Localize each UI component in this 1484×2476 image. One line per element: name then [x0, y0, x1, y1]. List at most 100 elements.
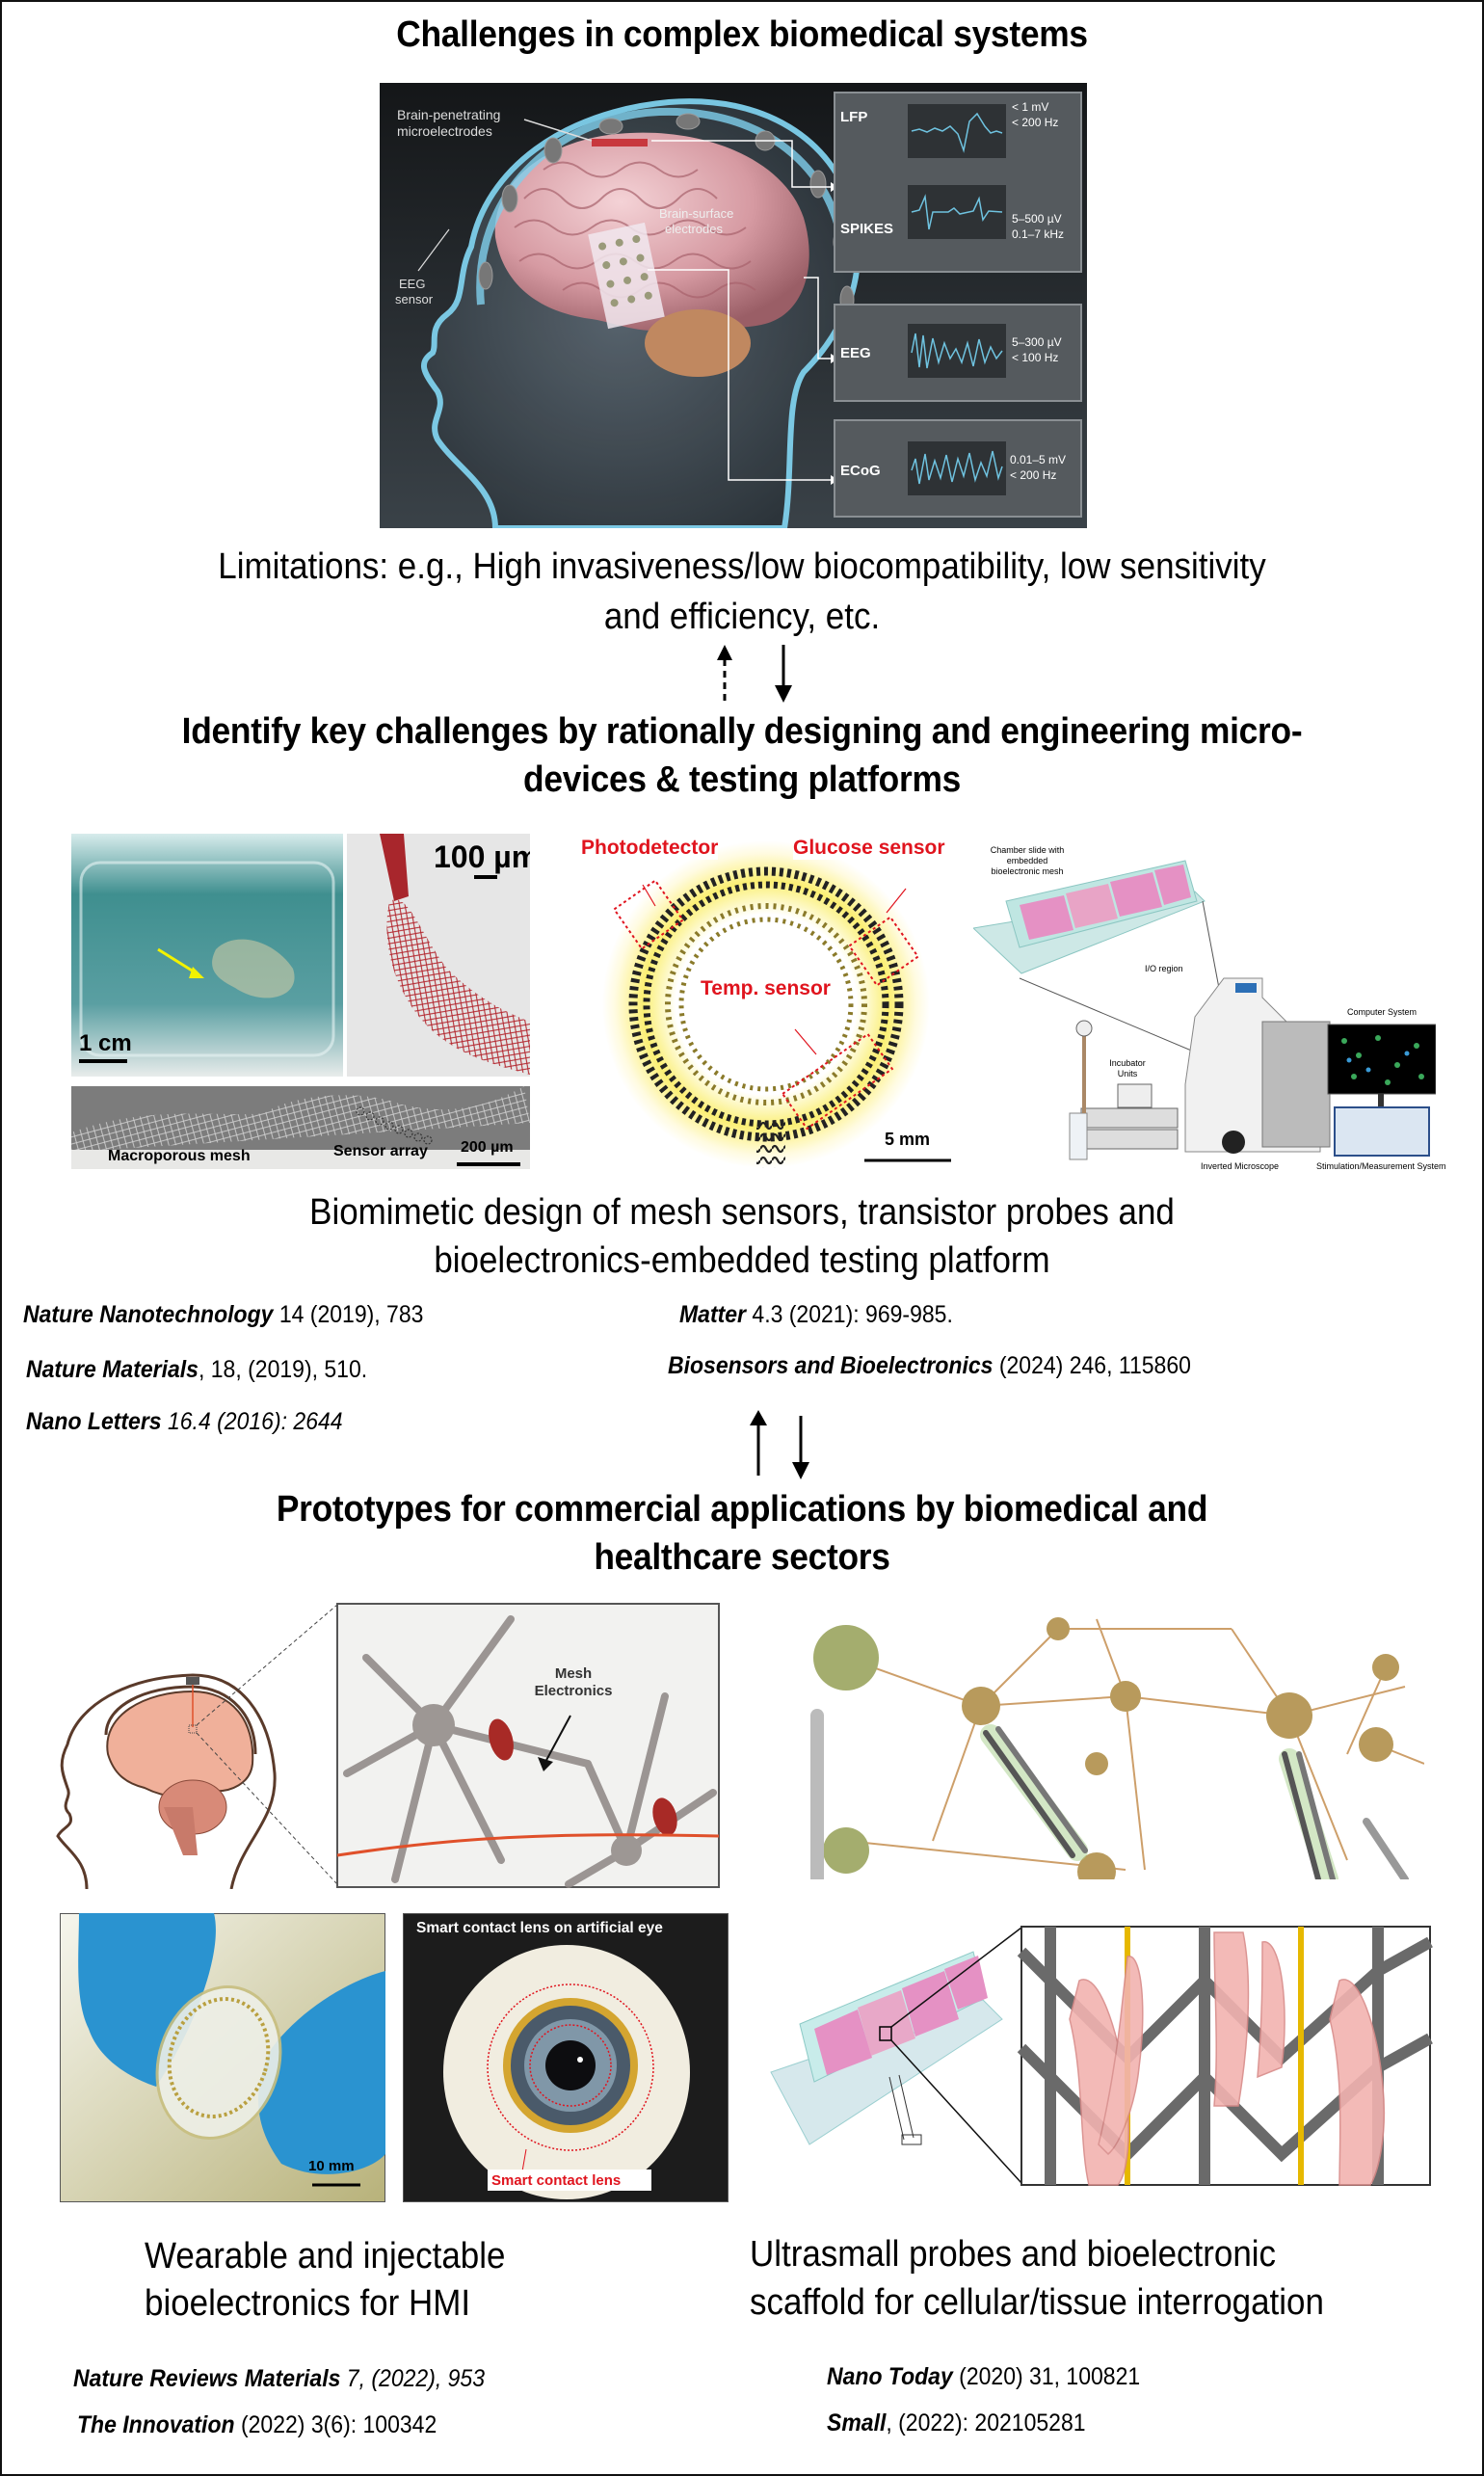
mesh-element [652, 1797, 677, 1836]
scale-label-200um: 200 µm [461, 1139, 514, 1156]
brain-recording-figure: Brain-penetrating microelectrodes Brain-… [380, 83, 1087, 528]
ultrasmall-caption-line2: scaffold for cellular/tissue interrogati… [750, 2282, 1324, 2323]
label-stimulation-system: Stimulation/Measurement System [1316, 1161, 1446, 1171]
surface-electrode-grid [588, 222, 665, 330]
label-sensor-array: Sensor array [333, 1143, 428, 1159]
reference-journal: Nano Today [827, 2363, 953, 2390]
brain [494, 132, 809, 332]
cerebellum [645, 309, 751, 377]
limitations-caption-line2: and efficiency, etc. [603, 597, 881, 637]
label-mesh-electronics: Mesh Electronics [534, 1665, 613, 1699]
reference-detail: 14 (2019), 783 [273, 1301, 424, 1328]
testing-platform-figure [973, 860, 1436, 1160]
eeg-electrodes [478, 113, 855, 314]
label-surface-1: Brain-surface [659, 206, 733, 221]
gas-bottle [1069, 1020, 1093, 1160]
reference-journal: Nature Nanotechnology [23, 1301, 274, 1328]
signal-amp-ecog: 0.01–5 mV [1010, 453, 1067, 466]
neuron-somas [813, 1617, 1399, 1879]
label-photodetector: Photodetector [581, 837, 719, 860]
section-title-prototypes-line2: healthcare sectors [594, 1537, 890, 1578]
glove-right [258, 1971, 385, 2174]
signal-name-lfp: LFP [840, 109, 868, 125]
mesh-element [489, 1718, 514, 1761]
connector-lines [648, 140, 831, 481]
scale-label-10mm: 10 mm [308, 2158, 355, 2174]
incubator-units [1080, 1083, 1179, 1150]
arrows-section2-3 [750, 1410, 809, 1479]
label-chamber-slide: Chamber slide with embedded bioelectroni… [990, 845, 1065, 876]
yellow-arrow [157, 947, 198, 975]
beaker-photo [71, 834, 343, 1077]
artificial-eye-photo [403, 1913, 729, 2202]
reference-journal: Matter [679, 1301, 747, 1328]
section-title-identify-line1: Identify key challenges by rationally de… [181, 711, 1303, 752]
label-glucose-sensor: Glucose sensor [793, 837, 945, 860]
label-eeg-2: sensor [395, 292, 434, 306]
label-eeg-1: EEG [399, 277, 425, 291]
microelectrode-array [592, 139, 648, 146]
signal-freq-eeg: < 100 Hz [1012, 351, 1059, 364]
signal-amp-lfp: < 1 mV [1012, 100, 1049, 114]
reference-item: Small, (2022): 202105281 [827, 2409, 1086, 2437]
reference-detail: 7, (2022), 953 [340, 2365, 486, 2392]
signal-freq-ecog: < 200 Hz [1010, 468, 1057, 482]
reference-detail: , (2022): 202105281 [886, 2409, 1086, 2436]
label-surface-2: electrodes [665, 222, 723, 236]
inner-serpentine [665, 903, 867, 1105]
up-arrow-icon [750, 1410, 767, 1476]
reference-item: The Innovation (2022) 3(6): 100342 [77, 2411, 437, 2439]
wearable-caption-line2: bioelectronics for HMI [145, 2283, 471, 2324]
reference-item: Nature Reviews Materials 7, (2022), 953 [73, 2365, 485, 2393]
reference-item: Matter 4.3 (2021): 969-985. [679, 1301, 953, 1329]
neuron-network [845, 1618, 1424, 1871]
scale-label-100um: 100 µm [434, 839, 530, 874]
signal-amp-eeg: 5–300 µV [1012, 335, 1062, 349]
biomimetic-caption-line2: bioelectronics-embedded testing platform [434, 1240, 1050, 1281]
label-microelectrodes-1: Brain-penetrating [397, 107, 500, 122]
reference-journal: Biosensors and Bioelectronics [668, 1352, 994, 1379]
down-arrow-icon [792, 1416, 809, 1479]
glove-left [78, 1913, 216, 2087]
biomimetic-caption-line1: Biomimetic design of mesh sensors, trans… [309, 1192, 1175, 1233]
pupil [545, 2040, 596, 2090]
neuron-probe-figure [808, 1610, 1424, 1879]
limitations-caption-line1: Limitations: e.g., High invasiveness/low… [218, 546, 1266, 587]
reference-detail: (2020) 31, 100821 [952, 2363, 1141, 2390]
label-io-region: I/O region [1145, 964, 1183, 973]
reference-detail: (2024) 246, 115860 [993, 1352, 1191, 1379]
reference-item: Nano Letters 16.4 (2016): 2644 [26, 1408, 343, 1436]
section-title-prototypes-line1: Prototypes for commercial applications b… [276, 1489, 1208, 1530]
reference-item: Nano Today (2020) 31, 100821 [827, 2363, 1140, 2391]
label-eye-title: Smart contact lens on artificial eye [416, 1920, 663, 1936]
stimulation-box [1334, 1106, 1430, 1157]
signal-freq-lfp: < 200 Hz [1012, 116, 1059, 129]
dashed-up-arrow-icon [717, 645, 732, 701]
label-temp-sensor: Temp. sensor [701, 977, 831, 999]
chamber-slide [973, 860, 1206, 974]
scale-label-1cm: 1 cm [79, 1030, 132, 1056]
signal-name-spikes: SPIKES [840, 221, 894, 237]
reference-item: Biosensors and Bioelectronics (2024) 246… [668, 1352, 1191, 1380]
reference-item: Nature Nanotechnology 14 (2019), 783 [23, 1301, 423, 1329]
chamber-slide-small [770, 1951, 1003, 2145]
mesh-wire [336, 1833, 720, 1857]
bioelectronic-scaffold-figure [770, 1926, 1433, 2186]
wearable-caption-line1: Wearable and injectable [145, 2236, 506, 2276]
arrows-section1-2 [717, 645, 792, 703]
scale-label-5mm: 5 mm [885, 1130, 931, 1149]
contact-lens-photo [60, 1913, 385, 2202]
lens-sensor-figure [602, 840, 951, 1168]
label-inverted-microscope: Inverted Microscope [1201, 1161, 1280, 1171]
reference-detail: (2022) 3(6): 100342 [234, 2411, 437, 2438]
signal-name-ecog: ECoG [840, 463, 881, 479]
signal-amp-spikes: 5–500 µV [1012, 212, 1062, 226]
ultrasmall-caption-line1: Ultrasmall probes and bioelectronic [750, 2234, 1277, 2275]
label-macroporous-mesh: Macroporous mesh [108, 1148, 251, 1164]
label-incubator-units: Incubator Units [1109, 1058, 1146, 1078]
reference-journal: Nature Materials [26, 1356, 199, 1383]
label-computer-system: Computer System [1347, 1007, 1418, 1017]
mesh-sensor-figure: 1 cm 100 µm [71, 834, 530, 1169]
label-smart-contact-lens: Smart contact lens [491, 2172, 622, 2189]
